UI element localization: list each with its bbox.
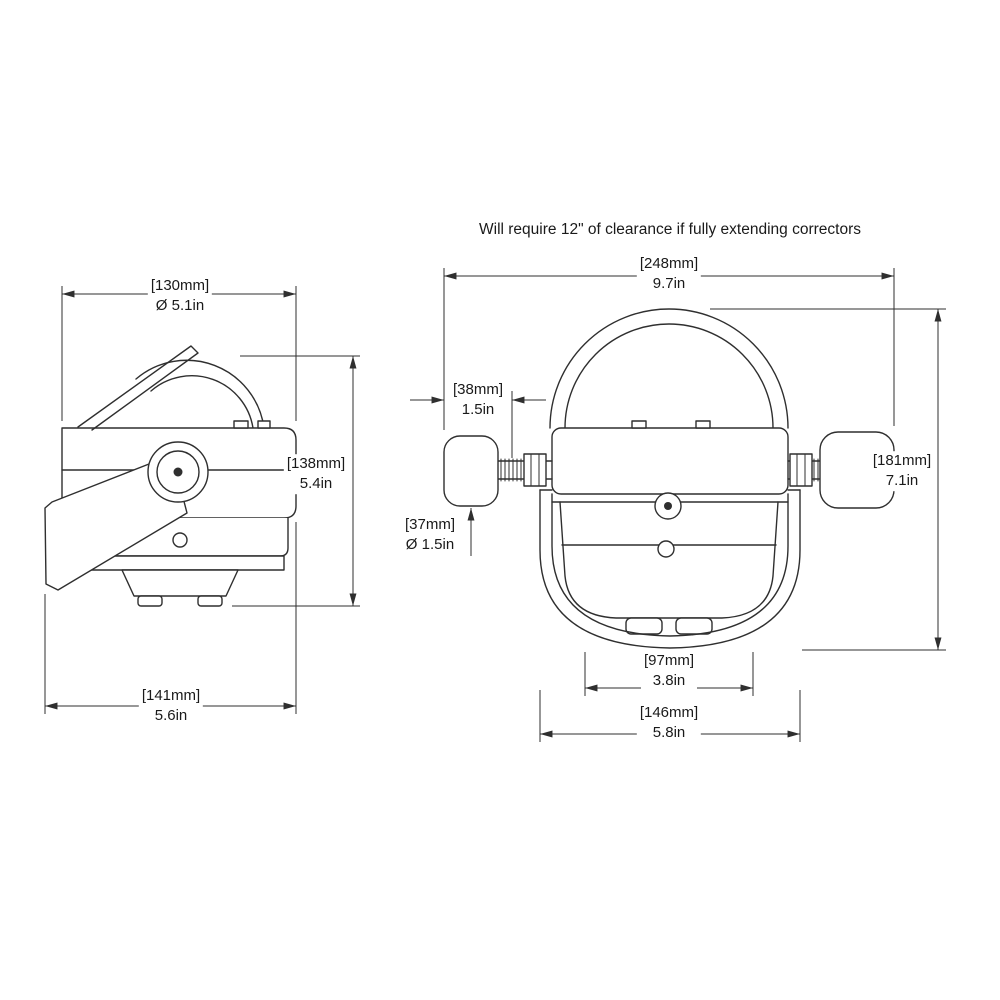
dim-label-front-foot-spacing-mm: [97mm] — [643, 652, 695, 670]
front-nut-right-facets — [796, 453, 806, 487]
dim-label-front-bracket-width-in: 5.8in — [652, 724, 686, 741]
side-knob-ring — [156, 450, 200, 494]
dim-label-front-height-in: 7.1in — [885, 472, 919, 489]
dim-label-front-corrector-diameter: [37mm] Ø 1.5in — [401, 515, 459, 555]
side-dome-outer — [135, 359, 265, 429]
ext-front-width — [443, 268, 895, 430]
dim-label-front-height-mm: [181mm] — [872, 452, 932, 470]
front-knob-left — [443, 435, 499, 507]
dim-label-front-bracket-width: [146mm] 5.8in — [636, 703, 702, 743]
front-foot-left — [625, 617, 663, 635]
dim-label-front-corrector-diameter-in: Ø 1.5in — [405, 536, 455, 553]
front-top-clip-right — [695, 420, 711, 429]
dim-label-side-height-in: 5.4in — [299, 475, 333, 492]
front-nut-left-facets — [530, 453, 540, 487]
dim-label-side-depth-mm: [141mm] — [141, 687, 201, 705]
side-dome-inner — [150, 375, 254, 429]
side-foot-right — [197, 595, 223, 607]
front-nut-left — [523, 453, 547, 487]
dim-label-side-diameter-in: Ø 5.1in — [155, 297, 205, 314]
dim-label-front-corrector-diameter-mm: [37mm] — [404, 516, 456, 534]
front-threads-right — [813, 458, 819, 482]
dim-label-side-diameter-mm: [130mm] — [150, 277, 210, 295]
dim-label-front-foot-spacing-in: 3.8in — [652, 672, 686, 689]
front-nut-right — [789, 453, 813, 487]
dim-label-front-width-in: 9.7in — [652, 275, 686, 292]
dim-label-front-corrector-length-in: 1.5in — [461, 401, 495, 418]
dim-label-side-height: [138mm] 5.4in — [283, 454, 349, 494]
side-view-drawing — [44, 345, 297, 607]
dim-label-side-height-mm: [138mm] — [286, 455, 346, 473]
side-mount-lever — [44, 454, 188, 591]
ext-side-depth — [44, 522, 297, 714]
front-bracket-outer — [539, 489, 801, 649]
front-threads-left — [500, 458, 522, 482]
dim-label-side-diameter: [130mm] Ø 5.1in — [147, 276, 213, 316]
dim-label-front-width-mm: [248mm] — [639, 255, 699, 273]
front-bowl-hole — [657, 540, 675, 558]
side-sun-shield — [77, 345, 199, 431]
dim-label-front-bracket-width-mm: [146mm] — [639, 704, 699, 722]
dim-label-side-depth: [141mm] 5.6in — [138, 686, 204, 726]
front-view-drawing — [443, 308, 895, 649]
front-body — [551, 427, 789, 495]
side-top-clip — [233, 420, 249, 429]
side-base-plate — [85, 555, 285, 571]
front-top-clip-left — [631, 420, 647, 429]
dim-label-front-foot-spacing: [97mm] 3.8in — [640, 651, 698, 691]
clearance-note: Will require 12" of clearance if fully e… — [479, 221, 861, 238]
dim-label-front-corrector-length-mm: [38mm] — [452, 381, 504, 399]
dim-label-front-width: [248mm] 9.7in — [636, 254, 702, 294]
ext-front-height — [710, 308, 946, 651]
dim-label-front-corrector-length: [38mm] 1.5in — [449, 380, 507, 420]
front-bracket-inner — [551, 493, 789, 637]
front-pivot-center — [664, 502, 672, 510]
side-top-clip-2 — [257, 420, 271, 429]
dim-label-front-height: [181mm] 7.1in — [869, 451, 935, 491]
side-detail-hole — [172, 532, 188, 548]
ext-side-diameter — [61, 286, 297, 421]
side-pedestal — [121, 569, 239, 597]
side-foot-left — [137, 595, 163, 607]
front-bowl — [559, 501, 779, 619]
dim-label-side-depth-in: 5.6in — [154, 707, 188, 724]
front-dome-outer — [549, 308, 789, 429]
front-dome-inner — [564, 323, 774, 429]
front-foot-right — [675, 617, 713, 635]
side-knob-center — [173, 467, 183, 477]
